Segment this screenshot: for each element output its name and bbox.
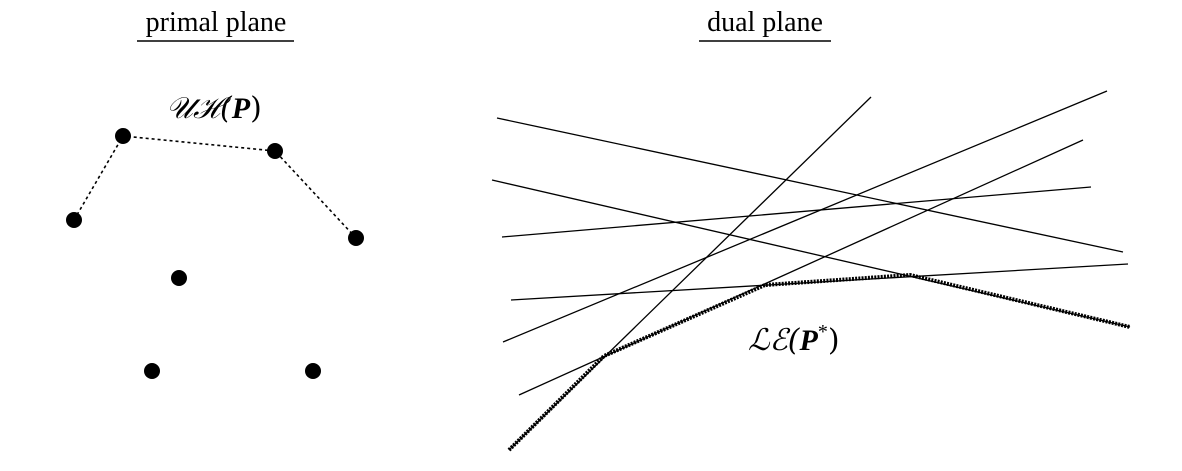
lower-envelope-label-prefix: ℒℰ( xyxy=(748,323,801,358)
primal-panel: primal plane 𝒰ℋ(P) xyxy=(66,7,364,379)
primal-point xyxy=(144,363,160,379)
dual-line xyxy=(491,179,1131,328)
lower-envelope-label-var: P xyxy=(798,324,818,357)
upper-hull-label: 𝒰ℋ(P) xyxy=(166,91,262,126)
upper-hull-label-suffix: ) xyxy=(250,91,262,126)
primal-point xyxy=(171,270,187,286)
primal-point xyxy=(115,128,131,144)
dual-line xyxy=(518,139,1084,396)
dual-line xyxy=(502,90,1108,343)
upper-hull-label-var: P xyxy=(231,92,251,125)
primal-point xyxy=(267,143,283,159)
dual-line xyxy=(501,186,1092,238)
upper-hull-label-prefix: 𝒰ℋ( xyxy=(166,91,233,126)
lower-envelope-label-suffix: ) xyxy=(828,323,840,358)
primal-point xyxy=(348,230,364,246)
primal-point xyxy=(305,363,321,379)
dual-line xyxy=(496,117,1124,253)
dual-plane-title: dual plane xyxy=(707,7,823,38)
primal-point xyxy=(66,212,82,228)
upper-hull-chain xyxy=(73,135,357,239)
lower-envelope-label-sup: * xyxy=(818,321,828,343)
dual-panel: dual plane ℒℰ(P*) xyxy=(491,7,1131,452)
primal-plane-title: primal plane xyxy=(146,7,287,38)
lower-envelope-label: ℒℰ(P*) xyxy=(748,321,840,358)
dual-line xyxy=(508,96,872,451)
dual-line xyxy=(510,263,1129,301)
